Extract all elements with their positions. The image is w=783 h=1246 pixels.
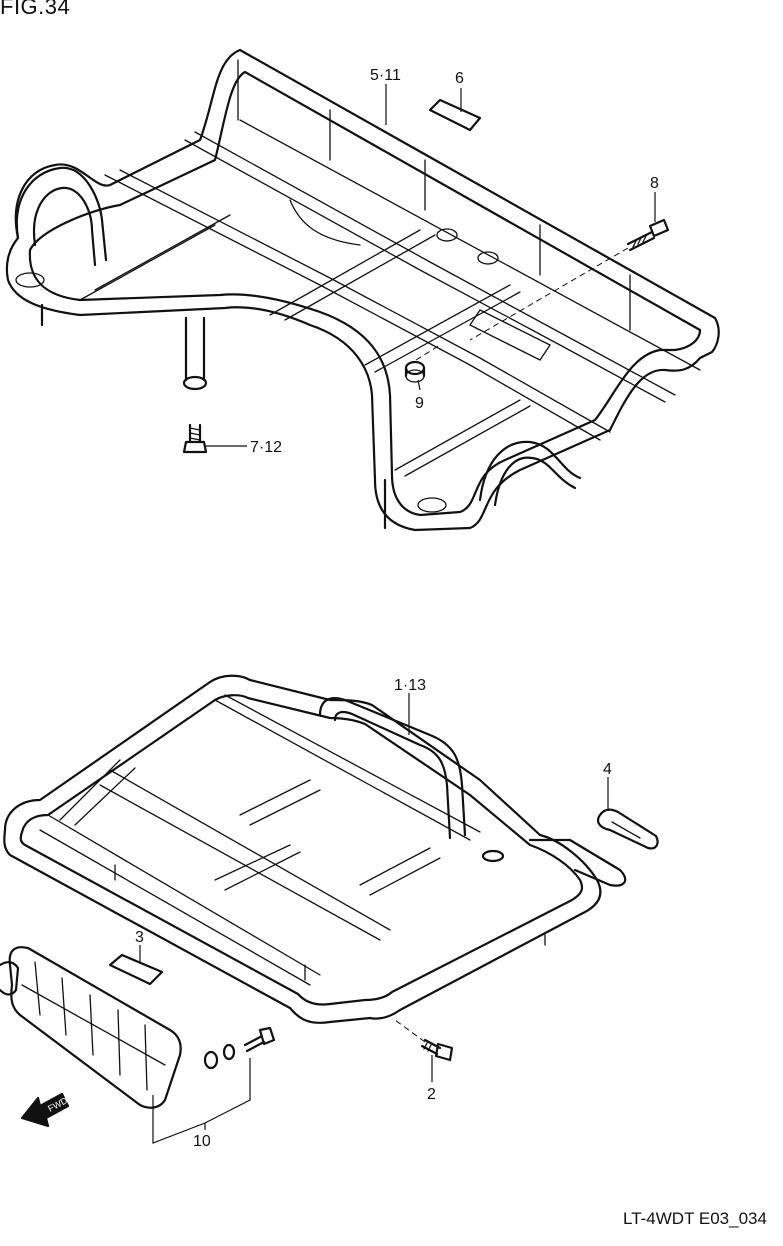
- part-3-plate: [108, 945, 164, 986]
- part-6-plate: [428, 88, 482, 132]
- front-carrier-frame: [3, 674, 627, 1024]
- forward-direction-arrow: FWD: [20, 1092, 69, 1128]
- callout-1-13: 1·13: [394, 677, 426, 694]
- callout-7-12: 7·12: [250, 439, 282, 456]
- callout-4: 4: [603, 761, 612, 778]
- figure-title: FIG.34: [0, 0, 71, 19]
- callout-6: 6: [455, 70, 464, 87]
- callout-3: 3: [135, 929, 144, 946]
- part-4-bracket: [596, 777, 659, 850]
- part-9-nut: [404, 344, 441, 391]
- part-7-12-bolt: [182, 423, 247, 454]
- callout-10: 10: [193, 1133, 211, 1150]
- callout-8: 8: [650, 175, 659, 192]
- part-10-guard: [0, 946, 276, 1144]
- part-8-bolt: [469, 192, 670, 341]
- rear-carrier-frame: [5, 48, 720, 532]
- figure-code: LT-4WDT E03_034: [623, 1209, 767, 1228]
- callout-9: 9: [415, 395, 424, 412]
- callout-5-11: 5·11: [370, 67, 401, 84]
- part-2-bolt: [394, 1019, 454, 1082]
- callout-2: 2: [427, 1086, 436, 1103]
